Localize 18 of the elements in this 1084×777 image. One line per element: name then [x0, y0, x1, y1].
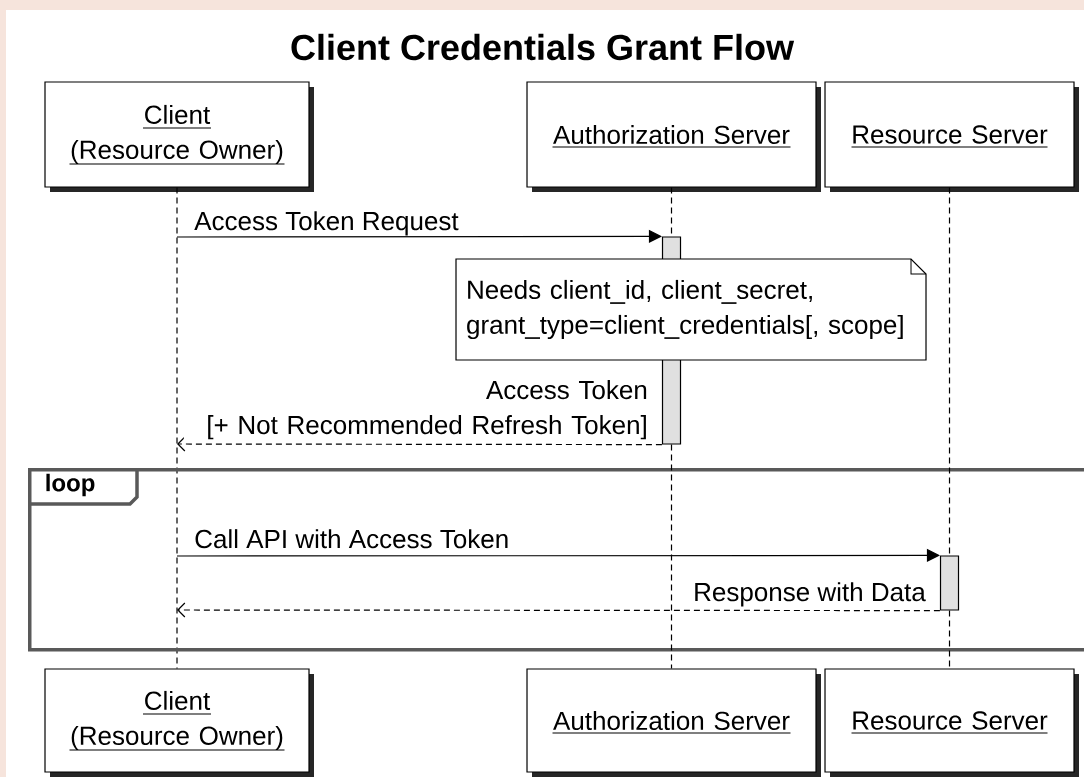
participant-box: Client (Resource Owner) — [44, 668, 314, 777]
lifeline — [948, 610, 951, 669]
edge-label: Response with Data — [691, 581, 928, 607]
participant-box: Authorization Server — [526, 668, 821, 777]
lifeline — [176, 187, 178, 669]
lifeline — [670, 444, 673, 669]
participant-box: Resource Server — [824, 668, 1079, 777]
edge-label: Access Token [+ Not Recommended Refresh Token] — [183, 379, 650, 440]
edge-label: Access Token Request — [192, 210, 461, 236]
return-arrow — [177, 436, 663, 452]
activation-bar — [939, 555, 960, 611]
title: Client Credentials Grant Flow — [291, 33, 795, 61]
edge-label: Call API with Access Token — [192, 528, 512, 549]
return-arrow — [177, 602, 941, 618]
participant-box: Client (Resource Owner) — [44, 81, 314, 192]
note: Needs client_id, client_secret, grant_type=client_credentials[, scope] — [455, 258, 927, 361]
participant-box: Authorization Server — [526, 81, 821, 192]
participant-box: Resource Server — [824, 81, 1079, 192]
